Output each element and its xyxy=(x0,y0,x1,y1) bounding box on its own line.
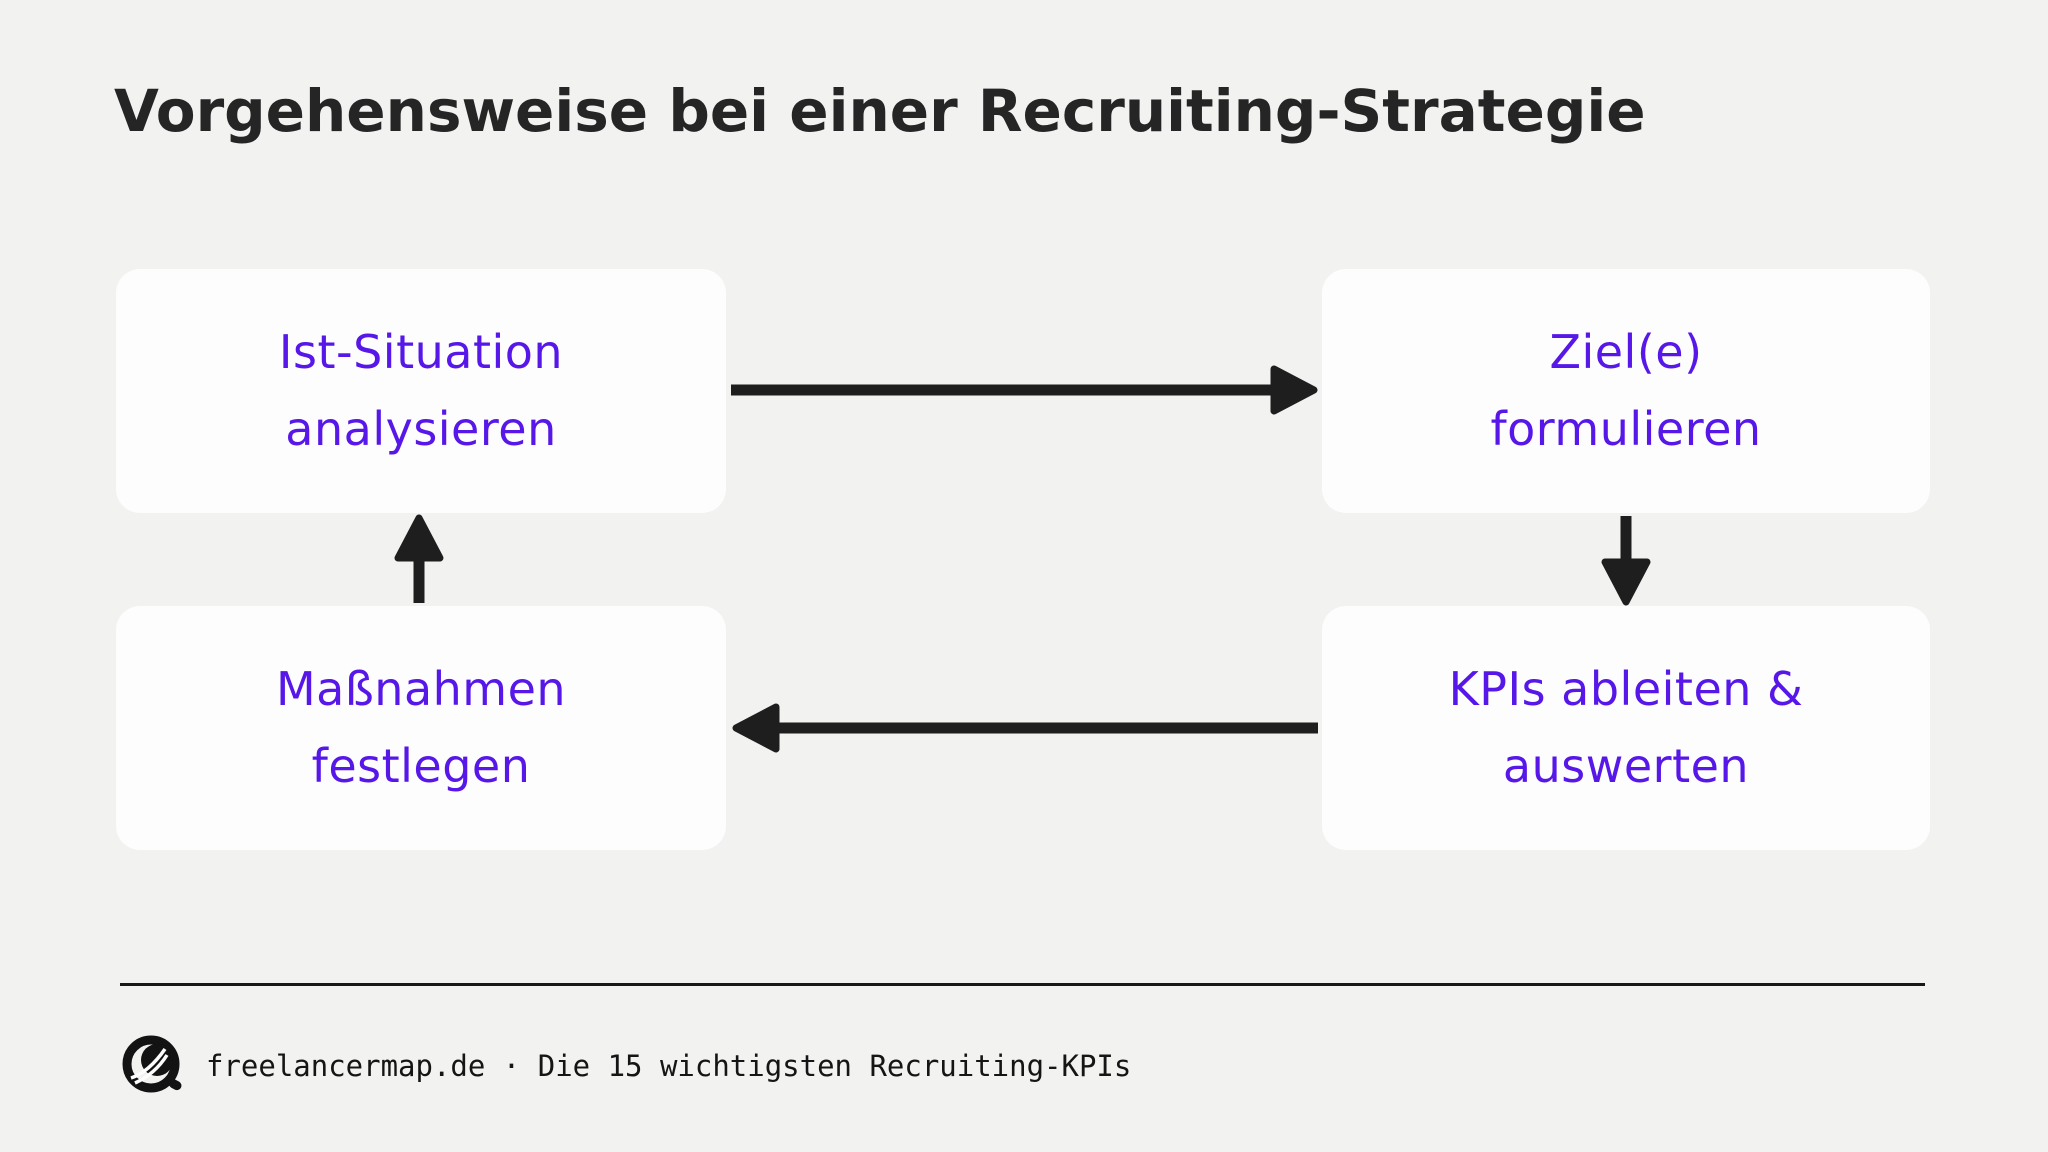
node-label-line: KPIs ableiten & xyxy=(1448,662,1804,716)
footer: freelancermap.de · Die 15 wichtigsten Re… xyxy=(120,1034,1131,1098)
node-massnahmen-festlegen: Maßnahmen festlegen xyxy=(116,606,726,850)
node-ziele-formulieren: Ziel(e) formulieren xyxy=(1322,269,1930,513)
node-ist-situation-analysieren: Ist-Situation analysieren xyxy=(116,269,726,513)
arrow-right-ist-to-ziele xyxy=(731,365,1318,415)
node-label-line: Maßnahmen xyxy=(275,662,567,716)
node-label-line: Ist-Situation xyxy=(278,325,564,379)
node-label-line: formulieren xyxy=(1490,402,1762,456)
footer-divider xyxy=(120,983,1925,986)
freelancermap-logo-icon xyxy=(122,1035,182,1093)
node-label-line: analysieren xyxy=(285,402,557,456)
footer-caption: freelancermap.de · Die 15 wichtigsten Re… xyxy=(206,1049,1132,1083)
arrow-left-kpis-to-massnahmen xyxy=(732,703,1318,753)
node-label-line: festlegen xyxy=(311,739,531,793)
page-title: Vorgehensweise bei einer Recruiting-Stra… xyxy=(114,77,1646,145)
node-label-line: auswerten xyxy=(1502,739,1750,793)
arrow-up-massnahmen-to-ist xyxy=(394,514,444,603)
node-kpis-ableiten-auswerten: KPIs ableiten & auswerten xyxy=(1322,606,1930,850)
node-label-line: Ziel(e) xyxy=(1549,325,1703,379)
arrow-down-ziele-to-kpis xyxy=(1601,516,1651,606)
